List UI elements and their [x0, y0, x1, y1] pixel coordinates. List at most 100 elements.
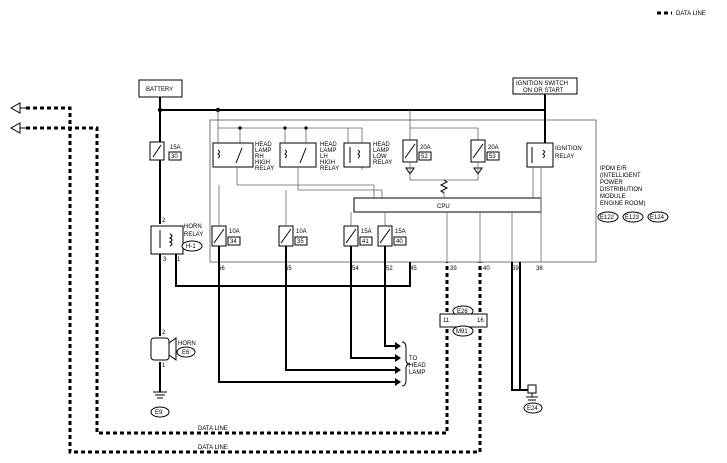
svg-text:E124: E124: [650, 215, 665, 221]
data-line-arrow-icon: [9, 102, 21, 114]
relay-low: HEAD LAMP LOW RELAY: [343, 142, 392, 168]
ipdm-label: IPDM E/R (INTELLIGENT POWER DISTRIBUTION…: [600, 166, 645, 207]
svg-text:10A: 10A: [229, 229, 240, 235]
relay-rh-high: HEAD LAMP RH HIGH RELAY: [212, 142, 274, 172]
cpu-label: CPU: [437, 204, 450, 210]
svg-text:52: 52: [386, 266, 393, 272]
ipdm-module: [209, 119, 597, 263]
data-line-label-2: DATA LINE: [198, 445, 228, 451]
svg-text:ENGINE ROOM): ENGINE ROOM): [600, 201, 645, 207]
svg-text:LAMP: LAMP: [320, 148, 336, 154]
legend-label: DATA LINE: [676, 11, 706, 17]
relay-lh-high: HEAD LAMP LH HIGH RELAY: [279, 142, 339, 172]
svg-text:DISTRIBUTION: DISTRIBUTION: [600, 187, 642, 193]
data-line-arrow-icon: [9, 122, 21, 134]
svg-text:20A: 20A: [488, 145, 499, 151]
svg-text:HEAD: HEAD: [373, 142, 390, 148]
svg-text:45: 45: [410, 266, 417, 272]
svg-text:16: 16: [477, 318, 484, 324]
svg-text:HEAD: HEAD: [409, 363, 426, 369]
fuse-52: 20A 52: [402, 139, 432, 163]
svg-text:E24: E24: [527, 406, 538, 412]
svg-text:MODULE: MODULE: [600, 194, 626, 200]
svg-text:20A: 20A: [420, 145, 431, 151]
svg-text:RELAY: RELAY: [184, 232, 203, 238]
svg-text:E122: E122: [600, 215, 615, 221]
svg-text:55: 55: [285, 266, 292, 272]
pin-labels: 56 55 54 52 45 39 40 59 38: [218, 266, 543, 272]
legend: DATA LINE: [657, 11, 706, 17]
svg-text:E6: E6: [182, 350, 190, 356]
svg-text:15A: 15A: [395, 229, 406, 235]
svg-text:40: 40: [396, 239, 403, 245]
svg-text:RELAY: RELAY: [320, 166, 339, 172]
horn-relay-pin-top: 2: [162, 218, 166, 224]
fuse-40: 15A 40: [377, 225, 407, 247]
svg-text:35: 35: [297, 239, 304, 245]
svg-text:IPDM E/R: IPDM E/R: [600, 166, 627, 172]
ipdm-connectors: E122 E123 E124: [597, 211, 669, 223]
fuse-30: 15A 30: [149, 141, 182, 161]
horn-relay: HORN RELAY H-1 3 1: [150, 224, 203, 263]
svg-text:HORN: HORN: [184, 224, 202, 230]
fuse-34: 10A 34: [211, 225, 241, 247]
svg-text:15A: 15A: [170, 145, 181, 151]
data-line-label-1: DATA LINE: [198, 426, 228, 432]
svg-text:38: 38: [536, 266, 543, 272]
svg-text:LAMP: LAMP: [373, 148, 389, 154]
svg-text:1: 1: [177, 257, 181, 263]
svg-text:LAMP: LAMP: [409, 370, 425, 376]
svg-text:HIGH: HIGH: [320, 160, 335, 166]
svg-text:56: 56: [218, 266, 225, 272]
ignition-relay: IGNITION RELAY: [526, 142, 582, 168]
svg-text:HEAD: HEAD: [255, 142, 272, 148]
data-line-arrows: [9, 102, 26, 134]
svg-text:LAMP: LAMP: [255, 148, 271, 154]
svg-text:30: 30: [171, 154, 178, 160]
svg-text:RH: RH: [255, 154, 264, 160]
ground-right: E24: [523, 384, 543, 414]
svg-text:RELAY: RELAY: [373, 160, 392, 166]
battery-label: BATTERY: [146, 87, 173, 93]
to-headlamp-label: TO HEAD LAMP: [409, 356, 426, 376]
svg-text:41: 41: [362, 239, 369, 245]
svg-text:HEAD: HEAD: [320, 142, 337, 148]
svg-text:TO: TO: [409, 356, 418, 362]
svg-text:53: 53: [489, 154, 496, 160]
svg-text:RELAY: RELAY: [555, 154, 574, 160]
ignition-line1: IGNITION SWITCH: [516, 81, 568, 87]
svg-text:34: 34: [230, 239, 237, 245]
svg-text:39: 39: [450, 266, 457, 272]
svg-text:IGNITION: IGNITION: [555, 146, 582, 152]
data-line-inner: [26, 126, 449, 435]
svg-text:59: 59: [512, 266, 519, 272]
svg-text:H-1: H-1: [186, 244, 196, 250]
ground-left: E9: [150, 391, 170, 418]
svg-text:LH: LH: [320, 154, 328, 160]
horn: HORN E6 1: [150, 337, 196, 369]
svg-text:10A: 10A: [296, 229, 307, 235]
svg-text:3: 3: [163, 257, 167, 263]
svg-text:E123: E123: [625, 215, 640, 221]
svg-text:52: 52: [421, 154, 428, 160]
svg-text:E9: E9: [155, 410, 163, 416]
svg-text:POWER: POWER: [600, 180, 623, 186]
ignition-switch-box: [512, 77, 578, 95]
svg-text:54: 54: [352, 266, 359, 272]
svg-text:HORN: HORN: [178, 341, 196, 347]
data-line-outer: [26, 106, 482, 454]
connector-e26-m91: E26 11 16 M91: [439, 305, 488, 337]
ignition-line2: ON OR START: [523, 88, 564, 94]
fuse-53: 20A 53: [470, 139, 500, 163]
svg-text:HIGH: HIGH: [255, 160, 270, 166]
fuse-41: 15A 41: [343, 225, 373, 247]
svg-text:40: 40: [483, 266, 490, 272]
svg-text:1: 1: [162, 363, 166, 369]
fuse-35: 10A 35: [278, 225, 308, 247]
svg-text:M91: M91: [456, 329, 468, 335]
svg-text:E26: E26: [457, 309, 468, 315]
svg-text:15A: 15A: [361, 229, 372, 235]
svg-text:RELAY: RELAY: [255, 166, 274, 172]
svg-text:11: 11: [443, 318, 450, 324]
